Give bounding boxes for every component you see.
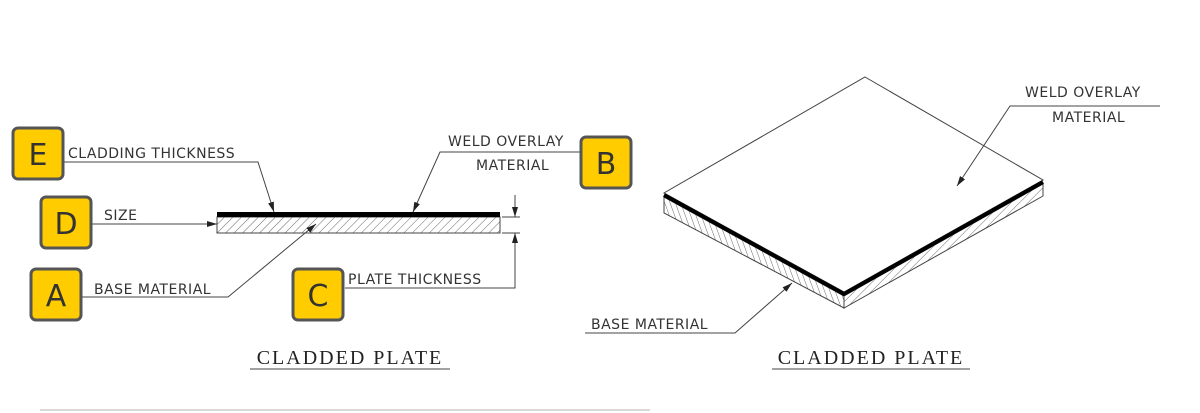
iso-weld-overlay-label: WELD OVERLAY xyxy=(1025,85,1141,101)
weld-overlay-material-label: MATERIAL xyxy=(476,158,549,174)
left-view-title: CLADDED PLATE xyxy=(257,347,444,369)
badge-e: E xyxy=(11,126,65,181)
isometric-view: WELD OVERLAY MATERIAL BASE MATERIAL CLAD… xyxy=(585,76,1160,370)
badge-c: C xyxy=(291,267,345,322)
cladding-thickness-label: CLADDING THICKNESS xyxy=(68,146,235,162)
cladding-edge xyxy=(663,180,1044,297)
badge-d: D xyxy=(39,195,93,250)
cladding-layer-section xyxy=(217,212,500,217)
plate-top-face xyxy=(662,76,1045,293)
iso-base-material-label: BASE MATERIAL xyxy=(591,317,708,333)
svg-text:C: C xyxy=(308,279,329,314)
size-label: SIZE xyxy=(104,208,137,224)
plate-thickness-label: PLATE THICKNESS xyxy=(348,272,482,288)
weld-overlay-label: WELD OVERLAY xyxy=(448,134,564,150)
right-view-title: CLADDED PLATE xyxy=(778,347,965,369)
base-material-section xyxy=(216,216,501,234)
svg-text:E: E xyxy=(29,138,48,173)
svg-text:B: B xyxy=(596,147,617,182)
badge-b: B xyxy=(579,135,633,190)
badge-a: A xyxy=(29,267,83,322)
section-view: CLADDING THICKNESS WELD OVERLAY MATERIAL… xyxy=(11,126,633,370)
svg-text:A: A xyxy=(46,279,67,314)
base-material-label: BASE MATERIAL xyxy=(94,282,211,298)
iso-weld-overlay-material-label: MATERIAL xyxy=(1052,110,1125,126)
svg-text:D: D xyxy=(54,207,77,242)
